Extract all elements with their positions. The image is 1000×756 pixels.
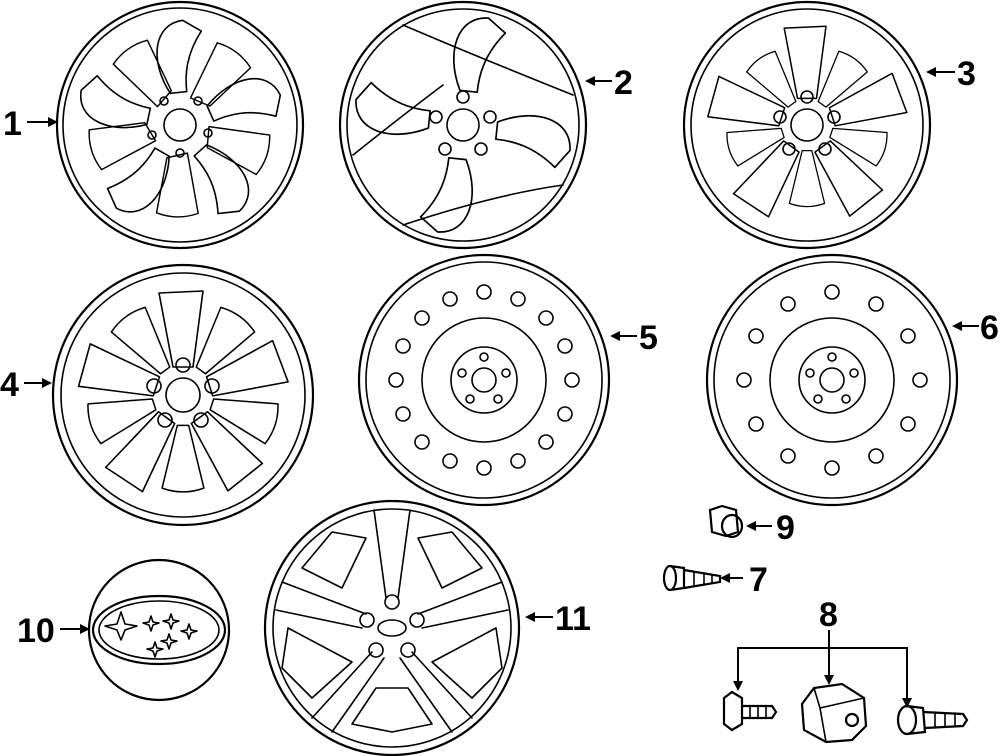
callout-7: 7: [749, 561, 768, 599]
callout-11: 11: [555, 600, 591, 638]
lug-nut-icon: [708, 504, 744, 539]
center-cap-10: [87, 558, 231, 702]
tpms-sensor-icon: [800, 682, 868, 744]
callout-5: 5: [639, 319, 658, 357]
steel-wheel-5: [357, 253, 611, 507]
callout-1: 1: [3, 105, 22, 143]
callout-9: 9: [776, 509, 795, 547]
steel-wheel-6: [705, 253, 959, 507]
alloy-wheel-11: [263, 499, 521, 756]
subaru-logo-icon: [104, 611, 198, 658]
leader-arrows: [24, 67, 979, 708]
callout-labels: 1 2 3 4 5 6 7 8 9 10 11: [0, 55, 999, 650]
alloy-wheel-3: [682, 0, 932, 250]
alloy-wheel-4: [51, 263, 315, 527]
callout-8: 8: [819, 596, 838, 634]
callout-10: 10: [17, 612, 55, 650]
callout-6: 6: [980, 309, 999, 347]
valve-stem-icon: [662, 564, 722, 592]
alloy-wheel-2: [338, 0, 588, 250]
alloy-wheel-1: [55, 0, 305, 250]
callout-4: 4: [0, 366, 19, 404]
tpms-bolt-icon: [722, 690, 778, 732]
tpms-valve-icon: [896, 704, 969, 736]
callout-3: 3: [957, 55, 976, 93]
callout-2: 2: [614, 64, 633, 102]
